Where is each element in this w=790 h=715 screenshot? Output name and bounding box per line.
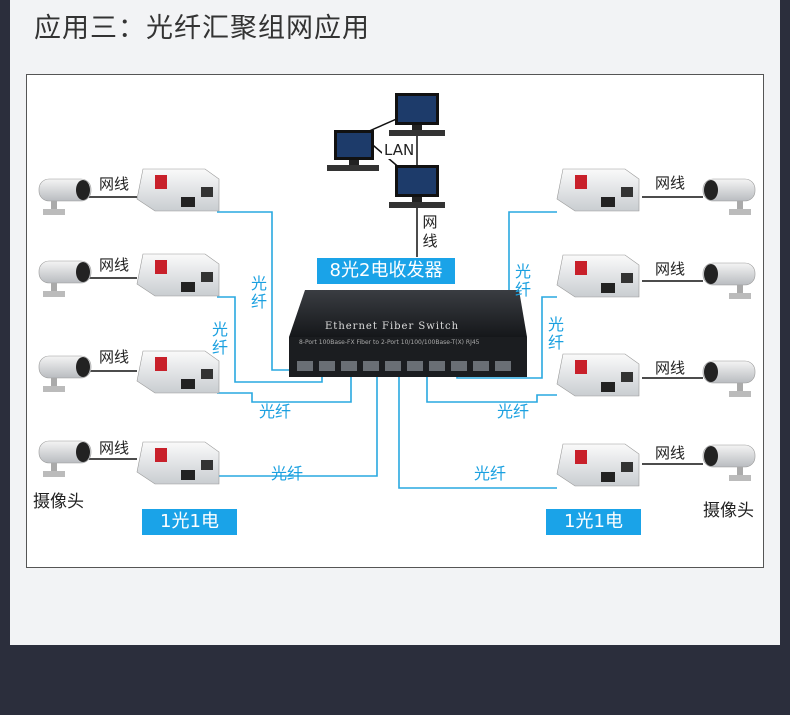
cable-label: 网线 bbox=[655, 359, 686, 377]
media-converter-icon bbox=[555, 442, 641, 494]
fiber-label: 光纤 bbox=[474, 464, 507, 483]
cable-label: 网线 bbox=[99, 439, 130, 457]
switch-tag: 8光2电收发器 bbox=[317, 258, 455, 284]
switch-title: Ethernet Fiber Switch bbox=[325, 321, 460, 332]
cable-label: 网线 bbox=[655, 444, 686, 462]
camera-icon bbox=[699, 357, 761, 405]
fiber-label: 光纤 bbox=[271, 464, 304, 483]
fiber-label: 光纤 bbox=[514, 262, 531, 299]
lan-label: LAN bbox=[382, 141, 417, 159]
camera-icon bbox=[699, 441, 761, 489]
cable-label: 网线 bbox=[422, 213, 438, 250]
fiber-label: 光纤 bbox=[250, 274, 267, 311]
fiber-lines-left bbox=[217, 211, 378, 477]
cable-label: 网线 bbox=[655, 260, 686, 278]
computer-icon bbox=[389, 93, 445, 136]
fiber-label: 光纤 bbox=[547, 315, 564, 352]
fiber-switch-icon bbox=[289, 290, 527, 377]
fiber-label: 光纤 bbox=[259, 402, 292, 421]
cable-label: 网线 bbox=[99, 348, 130, 366]
media-converter-icon bbox=[135, 252, 221, 304]
camera-icon bbox=[699, 175, 761, 223]
diagram-frame: Ethernet Fiber Switch 8-Port 100Base-FX … bbox=[26, 74, 764, 568]
cable-label: 网线 bbox=[99, 175, 130, 193]
media-converter-icon bbox=[555, 167, 641, 219]
cable-label: 网线 bbox=[99, 256, 130, 274]
switch-subtitle: 8-Port 100Base-FX Fiber to 2-Port 10/100… bbox=[299, 339, 480, 346]
converter-tag-right: 1光1电 bbox=[546, 509, 641, 535]
fiber-label: 光纤 bbox=[211, 320, 228, 357]
media-converter-icon bbox=[555, 352, 641, 404]
cable-label: 网线 bbox=[655, 174, 686, 192]
camera-icon bbox=[33, 437, 95, 485]
camera-caption: 摄像头 bbox=[33, 492, 84, 512]
camera-caption: 摄像头 bbox=[703, 501, 754, 521]
camera-icon bbox=[33, 257, 95, 305]
media-converter-icon bbox=[135, 440, 221, 492]
camera-icon bbox=[33, 352, 95, 400]
fiber-label: 光纤 bbox=[497, 402, 530, 421]
media-converter-icon bbox=[135, 167, 221, 219]
camera-icon bbox=[33, 175, 95, 223]
converter-tag-left: 1光1电 bbox=[142, 509, 237, 535]
page-title: 应用三：光纤汇聚组网应用 bbox=[34, 13, 370, 44]
computer-icon bbox=[389, 165, 445, 208]
diagram-lines bbox=[89, 93, 703, 489]
camera-icon bbox=[699, 259, 761, 307]
media-converter-icon bbox=[555, 253, 641, 305]
media-converter-icon bbox=[135, 349, 221, 401]
computer-icon bbox=[327, 130, 379, 171]
